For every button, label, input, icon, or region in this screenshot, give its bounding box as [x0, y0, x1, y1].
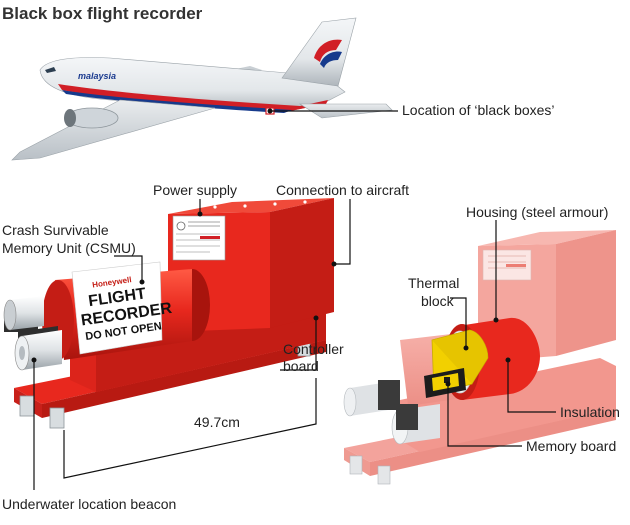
leader-memory-board [447, 384, 522, 447]
label-location: Location of ‘black boxes’ [402, 102, 555, 118]
leader-thermal [450, 297, 467, 348]
page-title: Black box flight recorder [2, 4, 203, 23]
airline-logo-text: malaysia [78, 71, 116, 81]
leader-dots [31, 108, 511, 387]
leader-insulation [507, 360, 556, 413]
leader-lines [33, 110, 556, 490]
label-insulation: Insulation [560, 404, 620, 420]
beacon [3, 296, 62, 371]
label-csmu-line-1: Crash Survivable [2, 222, 109, 238]
leader-connection [334, 199, 351, 265]
label-controller-line-1: Controller [283, 341, 344, 357]
label-thermal-line-2: block [421, 293, 454, 309]
leader-controller [280, 318, 317, 371]
label-dimension: 49.7cm [194, 414, 240, 430]
label-housing: Housing (steel armour) [466, 204, 609, 220]
label-power-supply: Power supply [153, 182, 238, 198]
leader-csmu [114, 255, 143, 282]
label-controller-line-2: board [283, 358, 319, 374]
label-thermal-line-1: Thermal [408, 275, 460, 291]
label-memory-board: Memory board [526, 438, 617, 454]
label-csmu-line-2: Memory Unit (CSMU) [2, 240, 136, 256]
cutaway-recorder [343, 230, 616, 485]
dimension-line [63, 378, 317, 479]
label-beacon: Underwater location beacon [2, 496, 177, 512]
flight-recorder: Honeywell FLIGHT RECORDER DO NOT OPEN [3, 198, 334, 429]
label-connection: Connection to aircraft [276, 182, 410, 198]
aircraft: malaysia [11, 17, 393, 161]
